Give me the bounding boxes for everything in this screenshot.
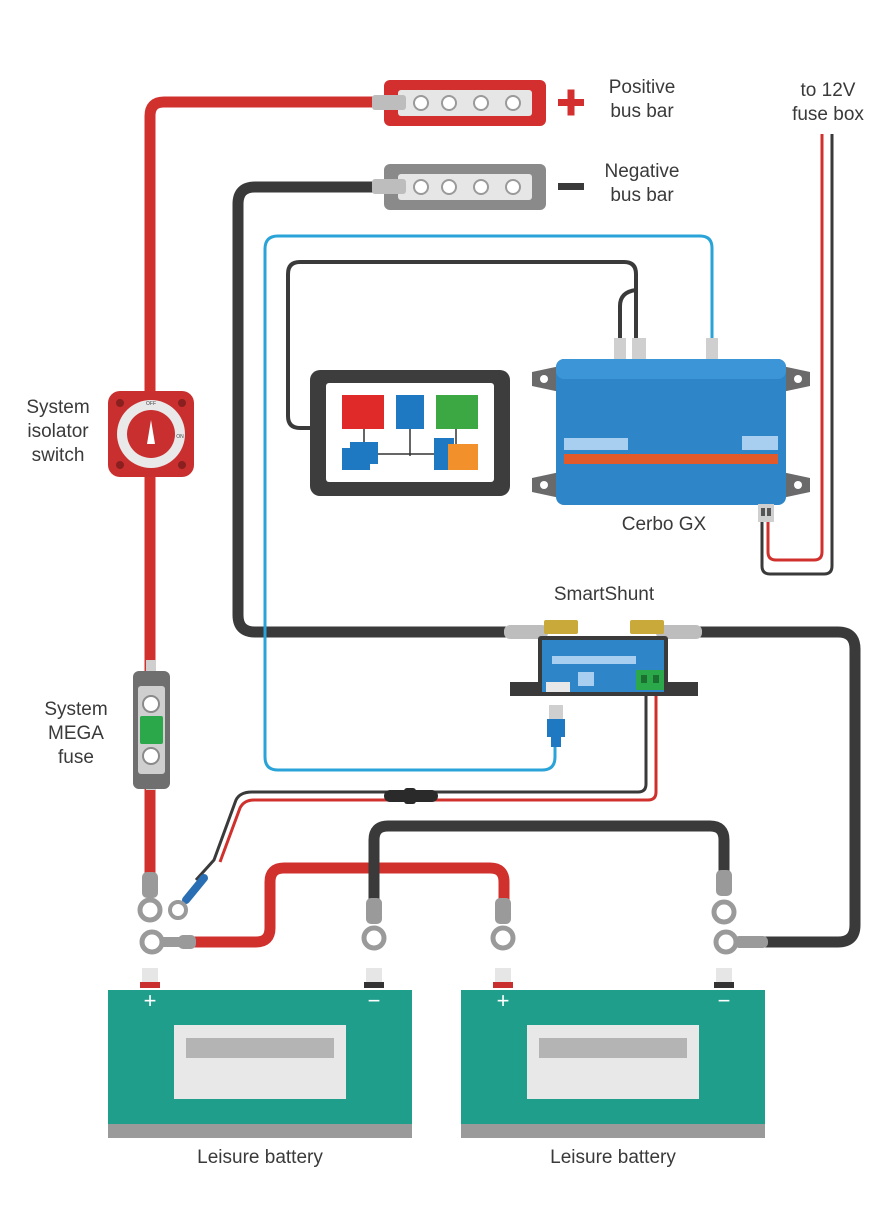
fuse-box-label-line1: to 12V	[800, 80, 856, 101]
mega-fuse	[133, 660, 170, 790]
switch-on-text: ON	[176, 434, 184, 440]
display-cable-branch	[618, 288, 637, 345]
negative-bus-bar	[372, 164, 546, 210]
shunt-battery-cable	[694, 626, 861, 948]
plus-symbol-icon	[558, 89, 584, 116]
battery1-plus-symbol: +	[144, 988, 157, 1013]
display-cable	[286, 260, 638, 430]
battery1-negative-lug	[361, 898, 387, 951]
shunt-vbat-red	[218, 692, 658, 863]
battery-link-negative-cable	[368, 820, 730, 916]
fuse-box-label: to 12V fuse box	[778, 79, 878, 127]
cerbo-gx	[532, 338, 810, 522]
battery-left-label: Leisure battery	[197, 1147, 323, 1168]
negative-bus-bar-label-line1: Negative	[604, 161, 680, 182]
positive-main-cable	[144, 96, 384, 886]
smartshunt-label: SmartShunt	[553, 584, 655, 605]
isolator-switch-label-line3: switch	[31, 445, 85, 466]
minus-symbol-icon	[558, 183, 584, 190]
positive-bus-bar-label-line1: Positive	[608, 77, 676, 98]
ve-direct-cable	[263, 234, 714, 772]
positive-bus-bar-label-line2: bus bar	[610, 101, 674, 122]
battery2-positive-lug	[490, 898, 516, 951]
smartshunt	[504, 620, 702, 747]
positive-fuse-lug	[137, 872, 163, 923]
isolator-switch-label-line1: System	[26, 397, 90, 418]
mega-fuse-label-line1: System	[44, 699, 108, 720]
positive-bus-bar	[372, 80, 546, 126]
cerbo-power-red	[766, 134, 824, 562]
isolator-switch: OFF ON	[108, 391, 194, 477]
cerbo-gx-label: Cerbo GX	[621, 514, 707, 535]
battery2-negative-lug	[711, 870, 737, 925]
negative-bus-bar-label: Negative bus bar	[592, 160, 692, 208]
mega-fuse-label-line3: fuse	[58, 747, 94, 768]
battery-right-label: Leisure battery	[550, 1147, 676, 1168]
positive-bus-bar-label: Positive bus bar	[592, 76, 692, 124]
battery2-minus-symbol: −	[718, 988, 731, 1013]
mega-fuse-label-line2: MEGA	[48, 723, 104, 744]
switch-off-text: OFF	[146, 401, 156, 407]
leisure-battery-left	[108, 968, 412, 1138]
negative-bus-cable	[232, 181, 518, 638]
cerbo-power-black	[760, 134, 834, 576]
battery1-minus-symbol: −	[368, 988, 381, 1013]
mega-fuse-label: System MEGA fuse	[26, 698, 126, 770]
battery1-positive-lug	[139, 929, 196, 955]
shunt-battery-lug	[713, 929, 768, 955]
touch-display	[310, 370, 510, 496]
battery2-plus-symbol: +	[497, 988, 510, 1013]
negative-bus-bar-label-line2: bus bar	[610, 185, 674, 206]
battery-link-positive-cable	[184, 862, 510, 948]
ring-terminal	[168, 874, 208, 920]
fuse-box-label-line2: fuse box	[792, 104, 864, 125]
isolator-switch-label-line2: isolator	[27, 421, 89, 442]
shunt-vbat-black	[194, 692, 648, 882]
isolator-switch-label: System isolator switch	[8, 396, 108, 468]
leisure-battery-right	[461, 968, 765, 1138]
